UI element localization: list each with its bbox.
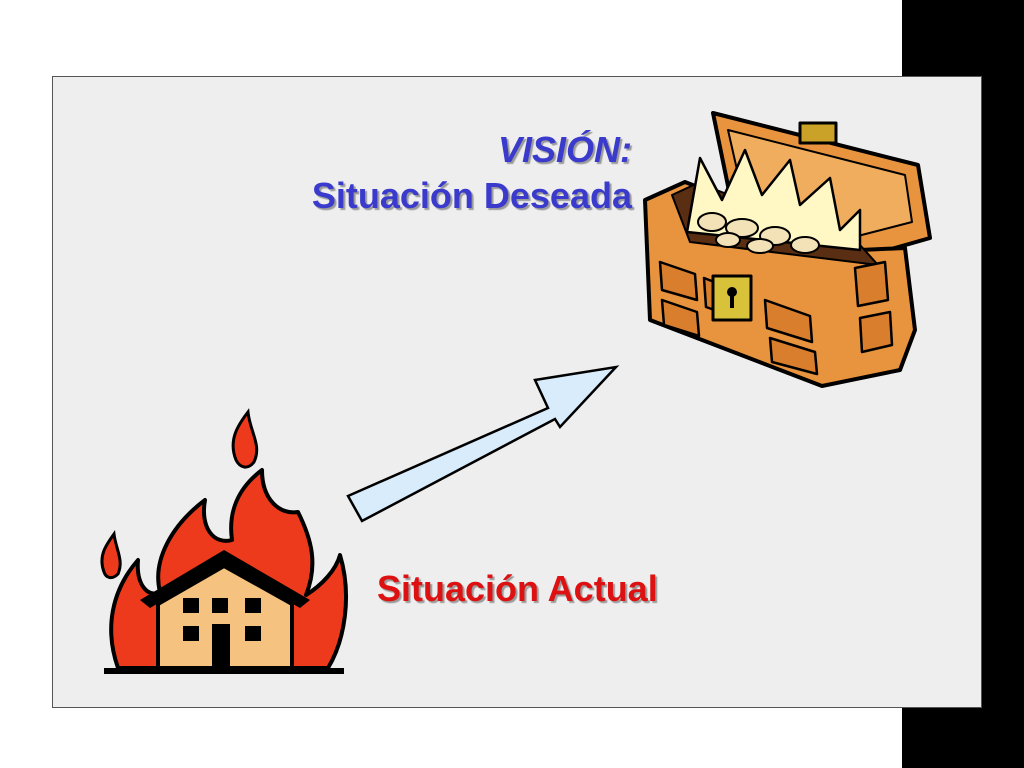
vision-subtitle: Situación Deseada (311, 175, 632, 216)
vision-heading: VISIÓN: Situación Deseada (312, 127, 632, 219)
treasure-chest-icon (643, 111, 932, 388)
progress-arrow (346, 365, 620, 523)
vision-title: VISIÓN: (497, 129, 632, 170)
current-situation-label: Situación Actual (377, 568, 658, 609)
burning-house-icon (100, 408, 348, 674)
